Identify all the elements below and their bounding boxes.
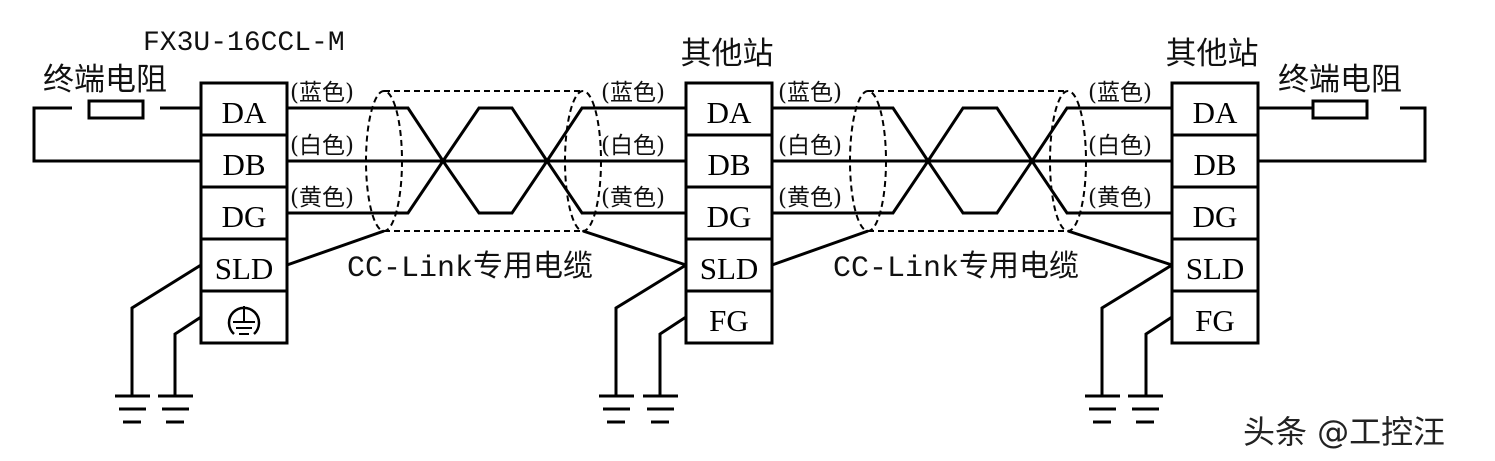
wire-color-blue: (蓝色) [1088, 80, 1152, 106]
cable-label-2: CC-Link专用电缆 [833, 250, 1079, 286]
wire-color-white: (白色) [290, 133, 354, 159]
station2-title: 其他站 [681, 36, 774, 72]
station2-ground-wiring [599, 263, 687, 424]
resistor-icon [1311, 99, 1369, 120]
ground-icon [158, 394, 193, 424]
station2-terminal-da: DA [707, 95, 752, 130]
master-model-label: FX3U-16CCL-M [143, 28, 345, 59]
master-terminal-dg: DG [222, 199, 267, 234]
terminator-resistor-left [32, 99, 201, 163]
signal-wire-da [772, 106, 1172, 164]
ground-icon [1085, 394, 1120, 424]
station3-terminal-block: DA DB DG SLD FG [1170, 81, 1260, 345]
station3-block-frame [1170, 81, 1260, 345]
drain-wire [1067, 229, 1173, 267]
wire-color-white: (白色) [1088, 133, 1152, 159]
station3-terminal-dg: DG [1193, 199, 1238, 234]
terminator-resistor-right [1258, 99, 1427, 163]
ground-icon [643, 394, 678, 424]
wire-color-blue: (蓝色) [290, 80, 354, 106]
station3-terminal-sld: SLD [1186, 251, 1245, 286]
station2-terminal-sld: SLD [700, 251, 759, 286]
station2-terminal-db: DB [707, 147, 750, 182]
resistor-icon [87, 99, 145, 120]
wire-color-blue: (蓝色) [778, 80, 842, 106]
cable-label-1: CC-Link专用电缆 [347, 250, 593, 286]
wire-color-white: (白色) [778, 133, 842, 159]
station2-terminal-fg: FG [709, 303, 749, 338]
terminator-label-right: 终端电阻 [1278, 62, 1402, 98]
ground-icon [599, 394, 634, 424]
drain-wire [771, 229, 869, 267]
master-terminal-da: DA [222, 95, 267, 130]
protective-earth-icon [227, 306, 261, 335]
station3-terminal-db: DB [1193, 147, 1236, 182]
terminator-label-left: 终端电阻 [43, 62, 167, 98]
station3-ground-wiring [1085, 263, 1173, 424]
station3-terminal-fg: FG [1195, 303, 1235, 338]
wire-color-yellow: (黄色) [778, 185, 842, 211]
wire-color-yellow: (黄色) [1088, 185, 1152, 211]
watermark: 头条 @工控汪 [1243, 413, 1445, 451]
ground-icon [1128, 394, 1163, 424]
wire-color-yellow: (黄色) [601, 185, 665, 211]
cable-segment-1 [286, 90, 687, 267]
wire-color-blue: (蓝色) [601, 80, 665, 106]
station2-terminal-dg: DG [707, 199, 752, 234]
ground-icon [115, 394, 150, 424]
master-ground-wiring [115, 263, 202, 424]
cable-segment-2 [771, 90, 1173, 267]
wire-color-yellow: (黄色) [290, 185, 354, 211]
station2-terminal-block: DA DB DG SLD FG [684, 81, 774, 345]
master-terminal-db: DB [222, 147, 265, 182]
signal-wire-dg [772, 158, 1172, 215]
wire-color-white: (白色) [601, 133, 665, 159]
master-block-frame [199, 81, 289, 345]
master-terminal-sld: SLD [215, 251, 274, 286]
master-terminal-block: DA DB DG SLD [199, 81, 289, 345]
station3-terminal-da: DA [1193, 95, 1238, 130]
station3-title: 其他站 [1166, 36, 1259, 72]
